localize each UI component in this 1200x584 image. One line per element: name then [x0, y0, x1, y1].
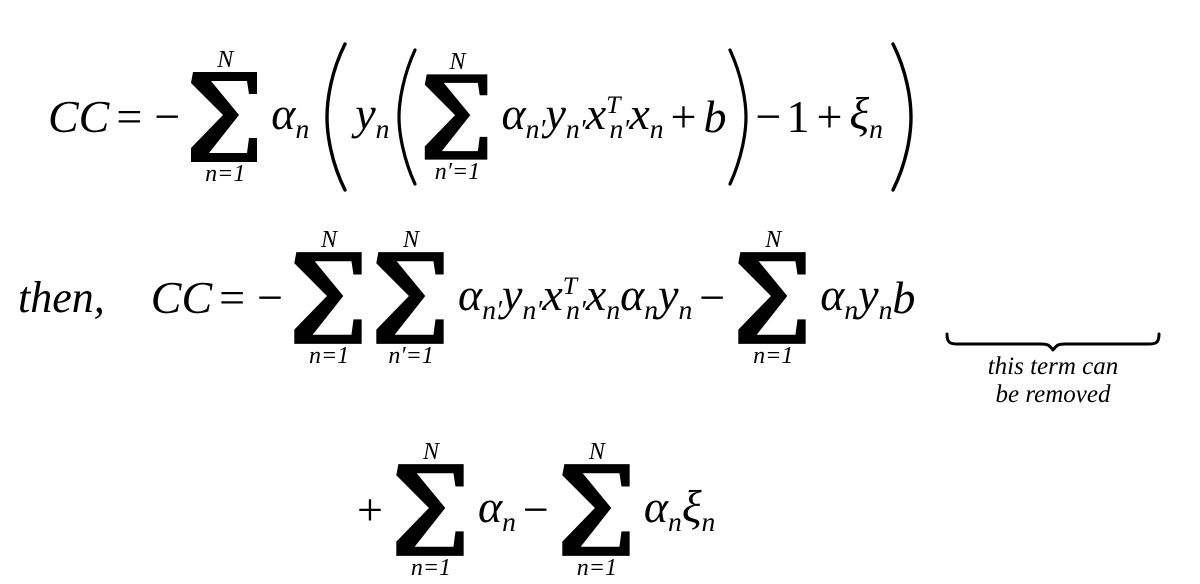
sigma-icon [392, 460, 470, 560]
line1-sum-inner: N n′=1 [421, 50, 493, 184]
line2-equals: = [219, 272, 246, 323]
sum-upper-limit: N [588, 439, 605, 465]
line2-removable-b: b [892, 272, 916, 323]
line1-one: 1 [786, 91, 810, 142]
line1-lhs: CC [48, 91, 110, 142]
sum-lower-limit: n′=1 [388, 343, 434, 369]
sum-upper-limit: N [321, 227, 338, 253]
sigma-icon [558, 460, 636, 560]
equation-line-3: + N n=1 αn − N n=1 αn ξn [350, 440, 715, 580]
line2-removable-y-n: yn [858, 269, 893, 326]
line2-y-nprime: yn′ [502, 269, 543, 326]
paren-open-outer [323, 42, 349, 192]
then-label: then, [18, 273, 105, 322]
sub-n-prime: n′ [522, 294, 543, 326]
line3-minus: − [522, 484, 549, 535]
sum-lower-limit: n=1 [576, 555, 617, 581]
sub-n-prime: n′ [566, 294, 586, 326]
sub-n-prime: n′ [482, 294, 503, 326]
line1-leading-minus: − [154, 91, 181, 142]
line1-x-transpose-nprime: xTn′ [585, 88, 630, 145]
line2-sum-nprime: N n′=1 [372, 228, 450, 368]
paren-close-inner [726, 48, 750, 186]
line1-alpha-nprime: αn′ [501, 88, 546, 145]
line1-y-nprime: yn′ [545, 88, 586, 145]
line1-y-n: yn [355, 88, 390, 145]
sigma-icon [187, 68, 263, 166]
line3-plus: + [357, 484, 383, 535]
line2-leading-minus: − [257, 272, 284, 323]
sum-lower-limit: n=1 [205, 161, 246, 187]
line1-plus-2: + [816, 91, 843, 142]
line2-sum-n: N n=1 [290, 228, 368, 368]
line1-xi-n: ξn [849, 88, 883, 145]
line2-minus: − [699, 272, 726, 323]
line3-sum-2: N n=1 [558, 440, 636, 580]
annotation-text: this term can be removed [988, 353, 1119, 409]
sub-n-prime: n′ [525, 113, 546, 145]
line2-x-transpose-nprime: xTn′ [542, 269, 586, 326]
sigma-icon [734, 248, 812, 348]
line1-sum-outer: N n=1 [187, 48, 263, 186]
sub-n-prime: n′ [565, 113, 586, 145]
paren-close-outer [889, 42, 915, 192]
equation-line-2: then, CC = − N n=1 N n′=1 αn′ [18, 228, 915, 368]
removable-term-annotation: this term can be removed [944, 332, 1162, 409]
sum-lower-limit: n=1 [308, 343, 350, 369]
sum-lower-limit: n=1 [410, 555, 452, 581]
sum-upper-limit: N [765, 227, 782, 253]
line1-x-n: xn [629, 88, 664, 145]
line1-minus: − [755, 91, 782, 142]
line2-lhs: CC [150, 272, 213, 323]
equation-line-1: CC = − N n=1 αn yn [48, 42, 915, 192]
sub-n-prime: n′ [609, 113, 630, 145]
sum-lower-limit: n′=1 [434, 159, 481, 185]
line3-xi-n: ξn [681, 481, 716, 538]
line3-sum-1: N n=1 [392, 440, 470, 580]
line1-plus: + [670, 91, 697, 142]
line1-alpha-n: αn [271, 88, 310, 145]
annotation-text-line-2: be removed [995, 381, 1111, 408]
line2-x-n: xn [585, 269, 621, 326]
line2-y-n: yn [658, 269, 693, 326]
underbrace-icon [944, 332, 1162, 352]
line2-removable-alpha-n: αn [820, 269, 859, 326]
paren-open-inner [395, 48, 419, 186]
sum-upper-limit: N [217, 47, 234, 73]
line2-alpha-n: αn [620, 269, 659, 326]
sum-lower-limit: n=1 [753, 343, 794, 369]
sum-upper-limit: N [422, 439, 439, 465]
sum-upper-limit: N [449, 49, 466, 75]
sigma-icon [290, 248, 368, 348]
sum-upper-limit: N [403, 227, 420, 253]
line2-alpha-nprime: αn′ [458, 269, 503, 326]
line1-equals: = [116, 91, 143, 142]
sigma-icon [421, 70, 493, 164]
line2-sum-removable: N n=1 [734, 228, 812, 368]
line3-alpha-n-1: αn [477, 481, 516, 538]
annotation-text-line-1: this term can [987, 353, 1119, 380]
line1-b: b [703, 91, 727, 142]
line3-alpha-n-2: αn [643, 481, 682, 538]
sigma-icon [372, 248, 450, 348]
